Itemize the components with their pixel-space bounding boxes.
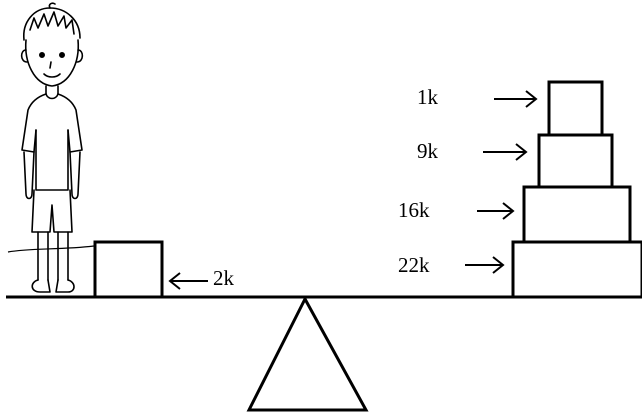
left-block-arrow <box>168 272 208 290</box>
stack-arrow-4 <box>465 256 505 274</box>
boy-figure <box>20 2 84 293</box>
ground-line <box>7 245 95 253</box>
stack-block-1 <box>547 80 604 137</box>
stack-label-3: 16k <box>398 198 430 222</box>
right-stack <box>511 80 642 299</box>
stack-label-1: 1k <box>417 85 439 109</box>
stack-block-4 <box>511 240 642 299</box>
stack-block-2 <box>537 133 614 189</box>
stack-block-3 <box>522 185 632 244</box>
stack-arrow-1 <box>494 90 538 108</box>
left-block <box>93 240 164 299</box>
stack-arrow-3 <box>477 202 515 220</box>
fulcrum-triangle <box>246 295 369 412</box>
stack-label-2: 9k <box>417 139 439 163</box>
left-block-label: 2k <box>213 266 235 290</box>
stack-label-4: 22k <box>398 253 430 277</box>
stack-arrow-2 <box>483 143 528 161</box>
